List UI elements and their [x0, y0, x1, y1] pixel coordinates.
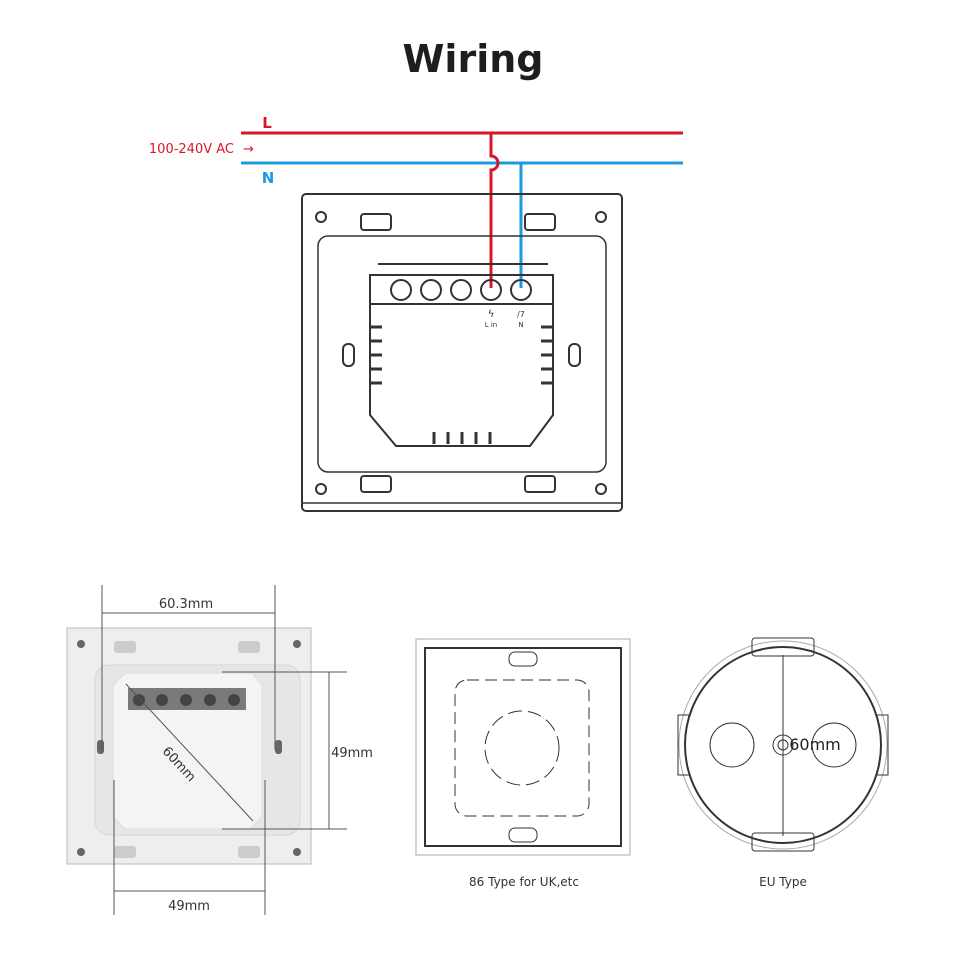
- uk-box-caption: 86 Type for UK,etc: [469, 875, 579, 889]
- page-title: Wiring: [403, 37, 544, 81]
- live-line-label: L: [262, 114, 272, 132]
- uk-86-box: [415, 638, 631, 856]
- eu-diameter-label: 60mm: [789, 735, 841, 754]
- supply-voltage-label: 100-240V AC: [149, 142, 234, 157]
- live-terminal-icon: ϟ: [488, 309, 495, 320]
- arrow-right-icon: →: [243, 142, 254, 157]
- supply-lines: L N 100-240V AC →: [149, 114, 683, 288]
- live-terminal-label: L in: [485, 321, 498, 329]
- neutral-terminal-icon: /7: [517, 310, 525, 319]
- height-label: 49mm: [331, 746, 373, 761]
- eu-box-caption: EU Type: [759, 875, 807, 889]
- eu-round-box: [677, 637, 889, 852]
- live-drop-wire: [489, 133, 500, 288]
- dimension-view: 60.3mm 49mm 60mm 49mm: [66, 585, 373, 915]
- switch-back-panel: [301, 193, 623, 512]
- neutral-terminal-label: N: [518, 321, 523, 329]
- width-bottom-label: 49mm: [168, 899, 210, 914]
- width-top-label: 60.3mm: [159, 597, 213, 612]
- neutral-line-label: N: [262, 169, 275, 187]
